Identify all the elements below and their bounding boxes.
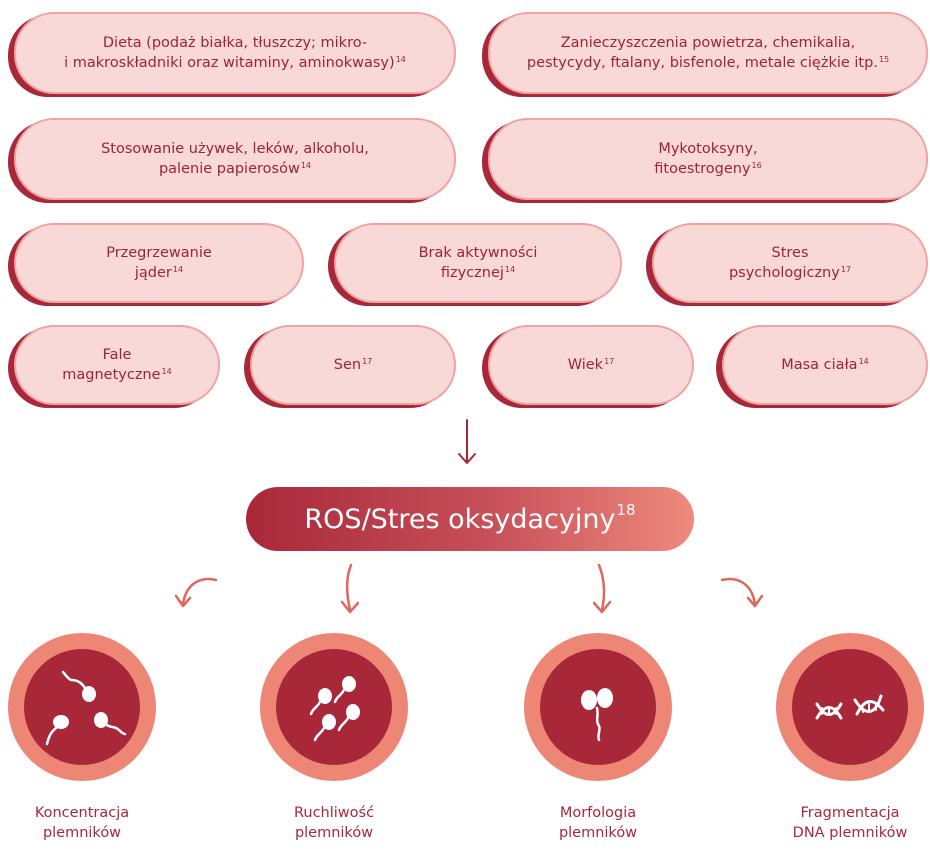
sperm-concentration-icon: [45, 670, 127, 746]
motility-circle: [260, 633, 408, 781]
factor-diet: Dieta (podaż białka, tłuszczy; mikro- i …: [14, 12, 456, 94]
arrow-to-motility-icon: [340, 563, 360, 614]
concentration-circle: [8, 633, 156, 781]
factor-mycotoxins: Mykotoksyny, fitoestrogeny16: [488, 118, 928, 200]
dna-fragmentation-icon: [815, 694, 885, 720]
factor-age: Wiek17: [488, 325, 694, 405]
arrow-to-morphology-icon: [592, 563, 612, 614]
morphology-circle: [524, 633, 672, 781]
factor-testicular-overheating: Przegrzewanie jąder14: [14, 223, 304, 303]
outcome-label-concentration: Koncentracja plemników: [34, 805, 130, 841]
dna-fragmentation-circle: [776, 633, 924, 781]
factor-magnetic-waves: Fale magnetyczne14: [14, 325, 220, 405]
down-arrow-icon: [458, 419, 476, 464]
sperm-morphology-icon: [581, 688, 613, 742]
factor-stimulants: Stosowanie używek, leków, alkoholu, pale…: [14, 118, 456, 200]
arrow-to-dna-fragmentation-icon: [720, 577, 764, 608]
outcome-label-dna-fragmentation: Fragmentacja DNA plemników: [792, 805, 908, 841]
factor-psychological-stress: Stres psychologiczny17: [652, 223, 928, 303]
factor-physical-inactivity: Brak aktywności fizycznej14: [334, 223, 622, 303]
factor-pollution: Zanieczyszczenia powietrza, chemikalia, …: [488, 12, 928, 94]
arrow-to-concentration-icon: [174, 577, 218, 608]
factor-sleep: Sen17: [250, 325, 456, 405]
factor-body-mass: Masa ciała14: [722, 325, 928, 405]
outcome-label-morphology: Morfologia plemników: [558, 805, 638, 841]
outcome-label-motility: Ruchliwość plemników: [293, 805, 375, 841]
sperm-motility-icon: [309, 676, 360, 742]
